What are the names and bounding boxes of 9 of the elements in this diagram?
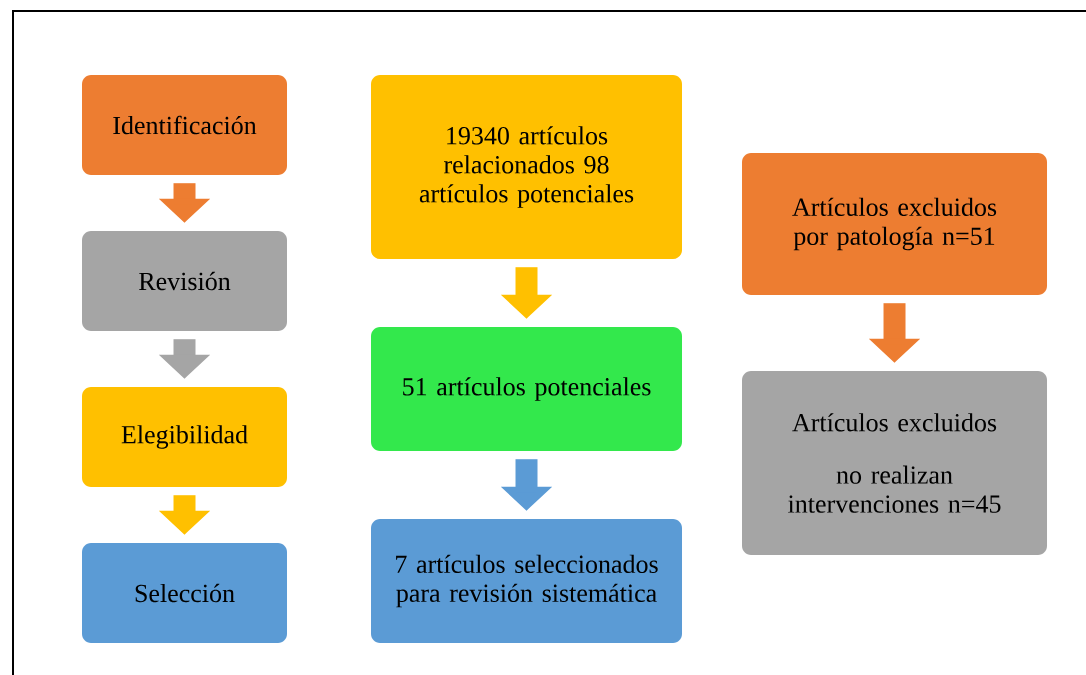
process-box: 7 artículos seleccionados para revisión sistemática [371,519,682,643]
process-box: Identificación [82,75,287,175]
process-box: Elegibilidad [82,387,287,487]
process-box: Artículos excluidos por patología n=51 [742,153,1047,295]
process-box: Selección [82,543,287,643]
process-box: Artículos excluidos no realizan intervenciones n=45 [742,371,1047,555]
process-box: 51 artículos potenciales [371,327,682,451]
process-box: Revisión [82,231,287,331]
process-box: 19340 artículos relacionados 98 artículos potenciales [371,75,682,259]
